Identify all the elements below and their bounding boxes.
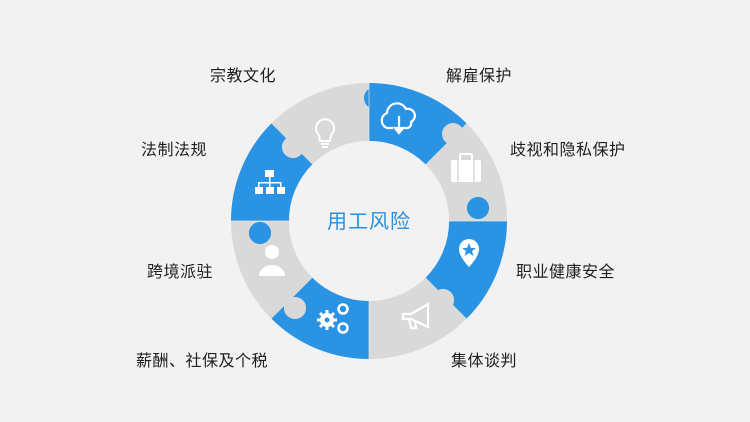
gears-icon bbox=[317, 303, 349, 334]
center-title: 用工风险 bbox=[327, 209, 411, 233]
label-religion-culture: 宗教文化 bbox=[210, 66, 277, 85]
person-icon bbox=[259, 245, 285, 276]
briefcase-icon bbox=[451, 153, 481, 182]
label-cross-border: 跨境派驻 bbox=[147, 262, 214, 281]
label-dismissal-protection: 解雇保护 bbox=[446, 66, 513, 85]
label-collective-bargaining: 集体谈判 bbox=[451, 351, 518, 370]
label-occupational-health: 职业健康安全 bbox=[516, 262, 616, 281]
hierarchy-icon bbox=[255, 170, 285, 194]
segment-collective-bargaining[interactable] bbox=[369, 277, 467, 359]
megaphone-icon bbox=[401, 302, 430, 330]
label-salary-social-tax: 薪酬、社保及个税 bbox=[136, 351, 269, 370]
label-discrimination-privacy: 歧视和隐私保护 bbox=[510, 140, 626, 159]
lightbulb-icon bbox=[315, 118, 335, 148]
label-laws-regulations: 法制法规 bbox=[141, 140, 208, 159]
cloud-download-icon bbox=[380, 102, 416, 135]
segment-religion-culture[interactable] bbox=[271, 83, 386, 165]
map-pin-star-icon bbox=[459, 239, 479, 267]
